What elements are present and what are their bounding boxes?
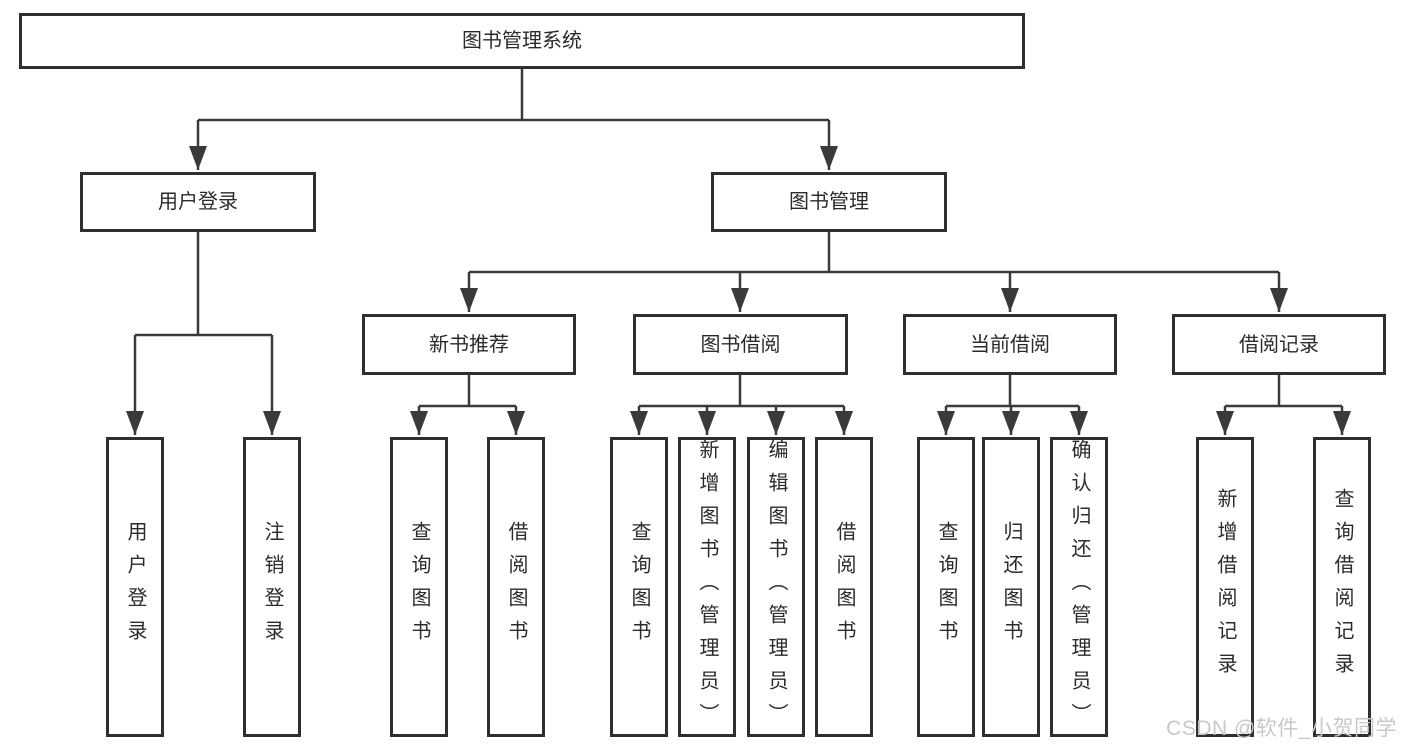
node-label: 借阅图书 [505, 521, 527, 653]
node-label: 归还图书 [1000, 521, 1022, 653]
node-label: 查询图书 [408, 521, 430, 653]
leaf-records-add-record: 新增借阅记录 [1196, 437, 1254, 737]
node-user-login: 用户登录 [80, 172, 316, 232]
node-label: 用户登录 [124, 521, 146, 653]
leaf-recommend-borrow-books: 借阅图书 [487, 437, 545, 737]
node-label: 当前借阅 [970, 333, 1050, 356]
node-label: 新书推荐 [429, 333, 509, 356]
node-label: 查询借阅记录 [1331, 488, 1353, 686]
node-label: 确认归还（管理员） [1068, 438, 1090, 736]
node-current-borrowing: 当前借阅 [903, 314, 1117, 375]
leaf-logout: 注销登录 [243, 437, 301, 737]
leaf-current-confirm-return-admin: 确认归还（管理员） [1050, 437, 1108, 737]
leaf-records-query-record: 查询借阅记录 [1313, 437, 1371, 737]
node-label: 编辑图书（管理员） [765, 438, 787, 736]
node-label: 借阅记录 [1239, 333, 1319, 356]
node-label: 查询图书 [935, 521, 957, 653]
node-label: 查询图书 [628, 521, 650, 653]
leaf-borrowing-query-books: 查询图书 [610, 437, 668, 737]
node-label: 借阅图书 [833, 521, 855, 653]
node-label: 用户登录 [158, 191, 238, 213]
node-label: 新增借阅记录 [1214, 488, 1236, 686]
node-label: 图书管理 [789, 191, 869, 213]
leaf-current-query-books: 查询图书 [917, 437, 975, 737]
node-book-management: 图书管理 [711, 172, 947, 232]
node-book-borrowing: 图书借阅 [633, 314, 848, 375]
node-label: 新增图书（管理员） [696, 438, 718, 736]
node-new-book-recommend: 新书推荐 [362, 314, 576, 375]
leaf-borrowing-borrow-books: 借阅图书 [815, 437, 873, 737]
node-label: 图书借阅 [700, 333, 781, 356]
leaf-borrowing-add-books-admin: 新增图书（管理员） [678, 437, 736, 737]
leaf-user-login: 用户登录 [106, 437, 164, 737]
watermark: CSDN @软件_小贺同学 [1166, 717, 1397, 740]
node-label: 图书管理系统 [462, 30, 582, 52]
leaf-borrowing-edit-books-admin: 编辑图书（管理员） [747, 437, 805, 737]
node-label: 注销登录 [261, 521, 283, 653]
node-library-system: 图书管理系统 [19, 13, 1025, 69]
node-borrowing-records: 借阅记录 [1172, 314, 1386, 375]
leaf-current-return-books: 归还图书 [982, 437, 1040, 737]
leaf-recommend-query-books: 查询图书 [390, 437, 448, 737]
